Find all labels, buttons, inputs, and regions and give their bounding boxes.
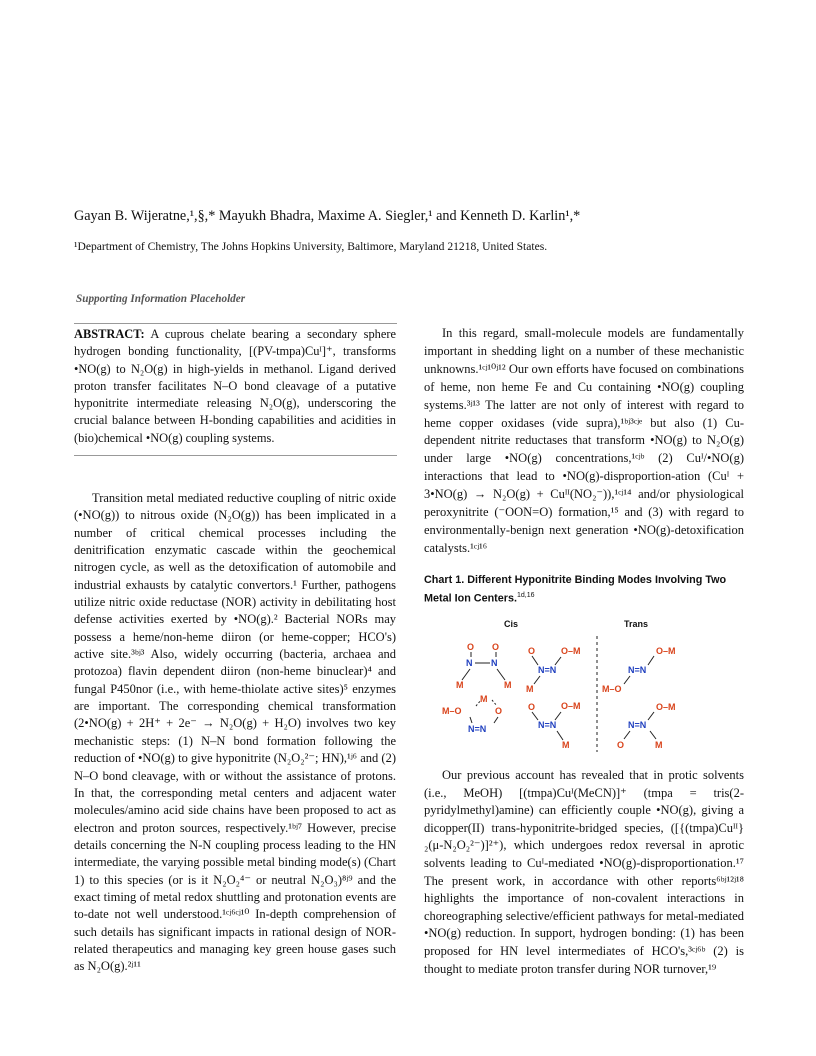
abstract-label: ABSTRACT:: [74, 327, 145, 341]
svg-text:N=N: N=N: [538, 720, 556, 730]
abstract-text: A cuprous chelate bearing a secondary sp…: [74, 327, 396, 445]
cis-label: Cis: [504, 619, 518, 629]
binding-modes-figure: Cis Trans O O N N M M O N=: [442, 619, 676, 752]
supporting-info-heading: Supporting Information Placeholder: [76, 293, 246, 305]
cis-mode-4: O N=N O–M M: [528, 701, 581, 750]
cis-mode-3: M M–O O N=N: [442, 694, 502, 734]
chart-caption-refs: 1d,16: [517, 592, 535, 599]
affiliation: ¹Department of Chemistry, The Johns Hopk…: [74, 240, 548, 253]
abstract-bottom-rule: [74, 455, 397, 456]
svg-text:N=N: N=N: [628, 720, 646, 730]
svg-text:O–M: O–M: [561, 701, 581, 711]
author-list: Gayan B. Wijeratne,¹,§,* Mayukh Bhadra, …: [74, 208, 581, 224]
chart-caption-text: Chart 1. Different Hyponitrite Binding M…: [424, 574, 727, 605]
svg-text:M: M: [504, 680, 512, 690]
svg-text:M–O: M–O: [602, 684, 622, 694]
trans-mode-1: O–M N=N M–O: [602, 646, 676, 694]
svg-text:O–M: O–M: [656, 646, 676, 656]
svg-text:O: O: [492, 642, 499, 652]
trans-label: Trans: [624, 619, 648, 629]
svg-text:N=N: N=N: [538, 665, 556, 675]
intro-paragraph: Transition metal mediated reductive coup…: [74, 491, 396, 974]
abstract: ABSTRACT: A cuprous chelate bearing a se…: [74, 326, 396, 447]
svg-text:O: O: [528, 646, 535, 656]
abstract-top-rule: [74, 323, 397, 324]
svg-text:O–M: O–M: [656, 702, 676, 712]
svg-text:M–O: M–O: [442, 706, 462, 716]
chart-caption: Chart 1. Different Hyponitrite Binding M…: [424, 572, 744, 607]
trans-mode-2: O–M N=N O M: [617, 702, 676, 750]
svg-text:O: O: [617, 740, 624, 750]
svg-text:M: M: [456, 680, 464, 690]
intro-column-left: Transition metal mediated reductive coup…: [74, 490, 396, 976]
svg-text:N=N: N=N: [628, 665, 646, 675]
svg-text:M: M: [526, 684, 534, 694]
cis-mode-1: O O N N M M: [456, 642, 512, 690]
previous-work-column: Our previous account has revealed that i…: [424, 767, 744, 978]
hyponitrite-binding-chart: Cis Trans O O N N M M O N=: [424, 614, 744, 754]
svg-text:N: N: [466, 658, 473, 668]
svg-text:N: N: [491, 658, 498, 668]
svg-text:O: O: [467, 642, 474, 652]
svg-text:M: M: [655, 740, 663, 750]
svg-text:N=N: N=N: [468, 724, 486, 734]
svg-text:M: M: [480, 694, 488, 704]
svg-text:O: O: [495, 706, 502, 716]
models-paragraph: In this regard, small-molecule models ar…: [424, 326, 744, 555]
svg-text:O–M: O–M: [561, 646, 581, 656]
previous-work-paragraph: Our previous account has revealed that i…: [424, 768, 744, 976]
svg-text:O: O: [528, 702, 535, 712]
intro-column-right: In this regard, small-molecule models ar…: [424, 325, 744, 558]
cis-mode-2: O N=N O–M M: [526, 646, 581, 694]
svg-text:M: M: [562, 740, 570, 750]
